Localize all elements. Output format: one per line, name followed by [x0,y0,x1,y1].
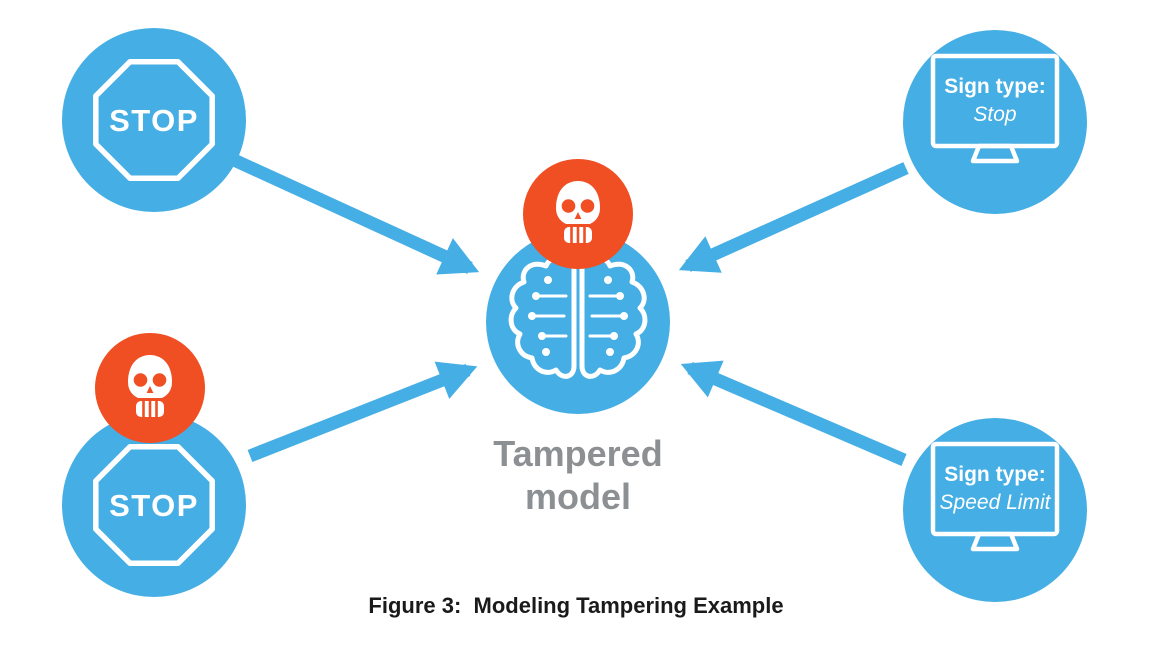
input-stop-sign-clean: STOP [62,28,246,212]
tampered-model-label: Tampered model [456,432,700,518]
tampered-model-label-line2: model [524,476,631,517]
sign-type-value: Speed Limit [940,491,1052,514]
octagon-outline [93,444,215,566]
sign-type-label: Sign type: [944,75,1046,98]
skull-shape [128,355,172,419]
octagon-outline [93,59,215,181]
monitor-screen [930,441,1060,537]
sign-type-value: Stop [973,103,1016,126]
skull-shape [556,181,600,245]
skull-badge [523,159,633,269]
skull-eye-left [561,199,576,213]
stop-sign-octagon-icon: STOP [93,59,215,181]
ai-brain-circuit-icon [508,255,648,379]
stop-label: STOP [109,488,199,523]
skull-nose [574,212,582,219]
skull-nose [146,386,154,393]
skull-icon [556,181,600,245]
arrow-bottom-left-to-center [247,361,478,463]
monitor-stand [970,531,1020,552]
monitor-screen [930,53,1060,149]
monitor-stand [970,143,1020,164]
skull-badge [95,333,205,443]
skull-cranium [128,355,172,398]
output-sign-type-stop: Sign type: Stop [903,30,1087,214]
skull-cranium [556,181,600,224]
figure-caption: Figure 3: Modeling Tampering Example [368,593,784,618]
arrow-top-left-to-center [231,154,480,275]
stop-sign-octagon-icon: STOP [93,444,215,566]
tampered-model-label-line1: Tampered [493,433,663,474]
skull-eye-right [580,199,595,213]
brain-right-hemisphere [579,255,648,379]
skull-eye-right [152,373,167,387]
output-sign-type-speed-limit: Sign type: Speed Limit [903,418,1087,602]
brain-circuit-nodes [528,276,628,356]
arrow-bottom-right-to-center [680,360,907,466]
stop-label: STOP [109,103,199,138]
monitor-icon: Sign type: Speed Limit [930,441,1060,552]
skull-eye-left [133,373,148,387]
brain-left-hemisphere [508,255,577,379]
arrow-top-right-to-center [678,162,909,273]
input-stop-sign-tampered: STOP [62,413,246,597]
sign-type-label: Sign type: [944,463,1046,486]
skull-icon [128,355,172,419]
monitor-icon: Sign type: Stop [930,53,1060,164]
